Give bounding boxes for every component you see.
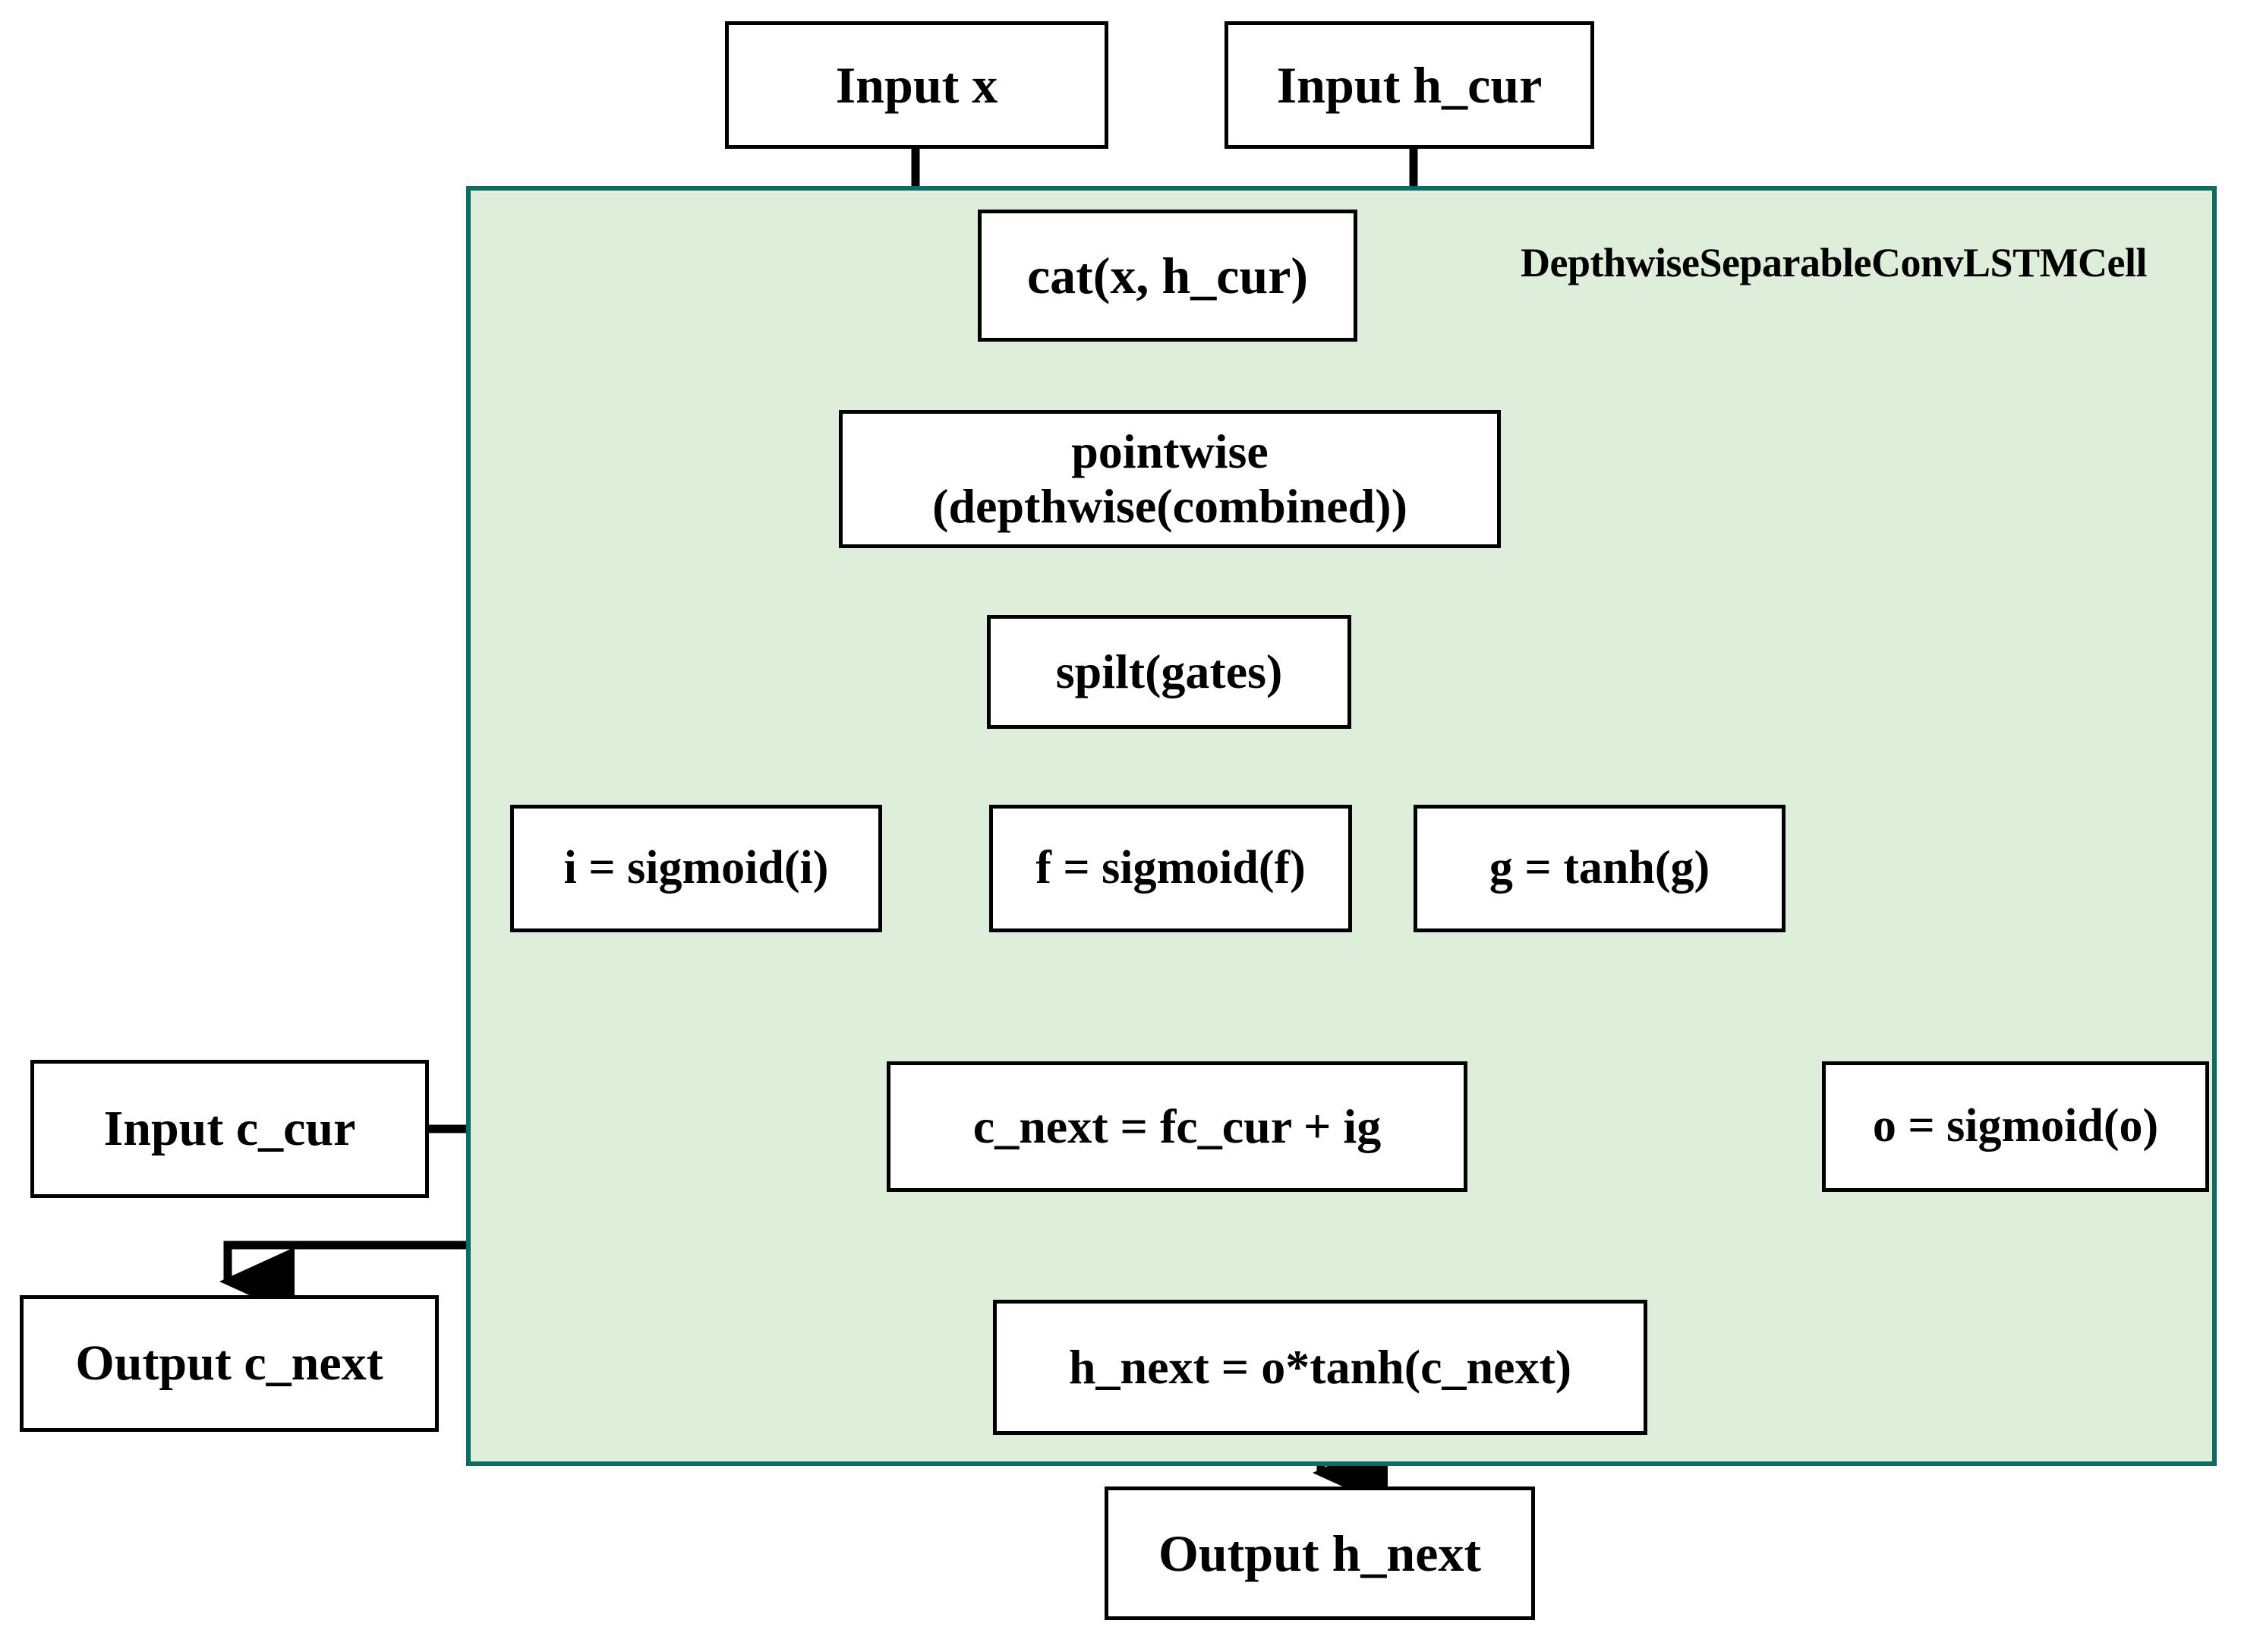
node-h-next[interactable]: h_next = o*tanh(c_next) bbox=[993, 1300, 1647, 1435]
node-output-h-next-label: Output h_next bbox=[1158, 1524, 1482, 1582]
node-pointwise-label-line1: pointwise bbox=[1071, 424, 1269, 479]
node-spilt-gates[interactable]: spilt(gates) bbox=[987, 615, 1351, 729]
node-input-c-cur[interactable]: Input c_cur bbox=[30, 1060, 429, 1198]
node-cat[interactable]: cat(x, h_cur) bbox=[978, 210, 1357, 342]
node-spilt-gates-label: spilt(gates) bbox=[1055, 645, 1283, 699]
node-cat-label: cat(x, h_cur) bbox=[1026, 246, 1309, 304]
node-input-h-cur[interactable]: Input h_cur bbox=[1225, 21, 1594, 149]
node-input-x-label: Input x bbox=[835, 55, 998, 114]
node-gate-i[interactable]: i = sigmoid(i) bbox=[510, 805, 882, 932]
node-output-c-next-label: Output c_next bbox=[75, 1335, 383, 1392]
node-gate-f-label: f = sigmoid(f) bbox=[1035, 842, 1306, 894]
node-gate-i-label: i = sigmoid(i) bbox=[563, 842, 829, 894]
node-c-next-label: c_next = fc_cur + ig bbox=[972, 1099, 1382, 1154]
node-gate-g[interactable]: g = tanh(g) bbox=[1414, 805, 1786, 932]
node-output-h-next[interactable]: Output h_next bbox=[1105, 1486, 1535, 1620]
node-pointwise-label-line2: (depthwise(combined)) bbox=[932, 479, 1407, 533]
node-input-x[interactable]: Input x bbox=[725, 21, 1108, 149]
node-c-next[interactable]: c_next = fc_cur + ig bbox=[887, 1061, 1467, 1192]
node-gate-o[interactable]: o = sigmoid(o) bbox=[1822, 1061, 2209, 1192]
node-input-h-cur-label: Input h_cur bbox=[1276, 55, 1543, 114]
node-h-next-label: h_next = o*tanh(c_next) bbox=[1068, 1340, 1572, 1395]
node-gate-o-label: o = sigmoid(o) bbox=[1872, 1100, 2159, 1152]
node-pointwise-depthwise[interactable]: pointwise (depthwise(combined)) bbox=[839, 410, 1501, 548]
node-pointwise-label: pointwise (depthwise(combined)) bbox=[850, 424, 1489, 533]
node-gate-g-label: g = tanh(g) bbox=[1489, 842, 1710, 894]
group-label-depthwiseseparableconvlstmcell: DepthwiseSeparableConvLSTMCell bbox=[1521, 240, 2148, 285]
node-input-c-cur-label: Input c_cur bbox=[103, 1101, 356, 1157]
node-output-c-next[interactable]: Output c_next bbox=[20, 1295, 439, 1432]
node-gate-f[interactable]: f = sigmoid(f) bbox=[989, 805, 1352, 932]
